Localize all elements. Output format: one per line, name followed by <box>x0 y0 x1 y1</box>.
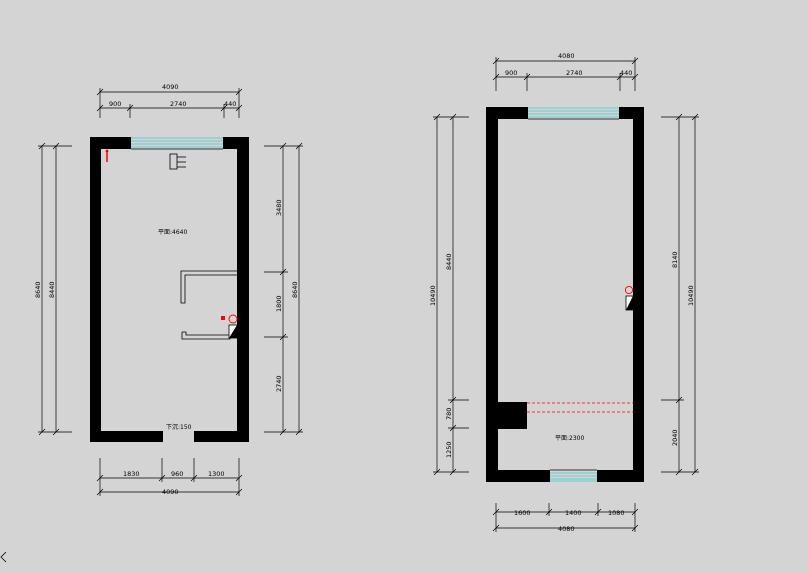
left-plan-dim-top-total: 4090 <box>162 83 179 91</box>
right-plan-dim-bottom-seg-2: 1400 <box>565 509 582 517</box>
ucs-corner-icon <box>0 551 7 563</box>
left-plan-wall-bottom-left <box>90 431 163 442</box>
left-plan-dim-right-seg-1: 3480 <box>275 199 283 216</box>
right-plan-window-top <box>528 107 619 120</box>
left-plan-window <box>131 137 223 150</box>
right-plan-dim-top-total: 4080 <box>558 52 575 60</box>
left-plan-dim-top <box>96 88 243 118</box>
right-plan-dim-right-low: 2040 <box>671 429 679 446</box>
left-plan-door-label: 下沉:150 <box>166 423 192 431</box>
right-plan-wall-right <box>633 107 644 482</box>
right-plan-dim-left-upper: 8440 <box>445 253 453 270</box>
right-plan-meter-icon <box>624 285 634 311</box>
left-plan-room-label: 平面:4640 <box>158 229 187 236</box>
right-plan-stair-block <box>486 402 527 429</box>
right-plan-dim-left <box>433 113 469 476</box>
left-plan-dim-right <box>264 142 303 436</box>
right-plan-dim-top-seg-3: 440 <box>620 69 632 77</box>
floor-plan-left: 平面:4640 下沉:150 4090 900 2740 440 <box>34 83 303 496</box>
right-plan-room-label: 平面:2300 <box>555 435 584 442</box>
right-plan-dim-top-seg-2: 2740 <box>566 69 583 77</box>
left-plan-dim-top-seg-1: 900 <box>109 100 121 108</box>
left-plan-wall-bottom-right <box>194 431 249 442</box>
right-plan-dim-bottom <box>492 503 639 532</box>
right-plan-dim-left-outer: 10490 <box>429 285 437 306</box>
right-plan-dim-bottom-seg-3: 1080 <box>608 509 625 517</box>
right-plan-beam-dashed <box>527 402 633 413</box>
left-plan-dim-bottom-seg-1: 1830 <box>123 470 140 478</box>
left-plan-dim-left-outer: 8640 <box>34 281 42 298</box>
left-plan-dim-right-seg-2: 1800 <box>275 295 283 312</box>
right-plan-window-bottom <box>550 469 597 482</box>
left-plan-fixture-icon <box>169 153 186 170</box>
left-plan-dim-bottom <box>96 458 243 496</box>
right-plan-wall-bottom-left <box>486 470 550 482</box>
right-plan-dim-top-seg-1: 900 <box>505 69 517 77</box>
right-plan-dim-right-upper: 8140 <box>671 251 679 268</box>
right-plan-dim-left-low: 1250 <box>445 441 453 458</box>
left-plan-marker-icon <box>105 149 109 162</box>
left-plan-dim-top-seg-3: 440 <box>224 100 236 108</box>
right-plan-dim-right <box>661 113 699 476</box>
right-plan-wall-left <box>486 107 498 482</box>
left-plan-dim-bottom-seg-2: 960 <box>171 470 183 478</box>
left-plan-dim-left-inner: 8440 <box>48 281 56 298</box>
right-plan-dim-top <box>492 57 639 91</box>
left-plan-dim-right-seg-3: 2740 <box>275 375 283 392</box>
left-plan-dim-bottom-seg-3: 1300 <box>208 470 225 478</box>
left-plan-dim-left <box>38 142 72 436</box>
left-plan-wall-right <box>237 137 249 442</box>
left-plan-meter-icon <box>221 314 238 339</box>
right-plan-dim-bottom-total: 4080 <box>558 525 575 533</box>
left-plan-dim-top-seg-2: 2740 <box>170 100 187 108</box>
left-plan-dim-bottom-total: 4090 <box>162 488 179 496</box>
floor-plan-right: 平面:2300 4080 900 2740 440 <box>429 52 699 533</box>
right-plan-dim-bottom-seg-1: 1600 <box>514 509 531 517</box>
left-plan-wall-left <box>90 137 101 442</box>
left-plan-dim-right-total: 8640 <box>291 281 299 298</box>
right-plan-dim-left-mid: 780 <box>445 408 453 420</box>
right-plan-dim-right-total: 10490 <box>687 285 695 306</box>
right-plan-wall-bottom-right <box>597 470 644 482</box>
